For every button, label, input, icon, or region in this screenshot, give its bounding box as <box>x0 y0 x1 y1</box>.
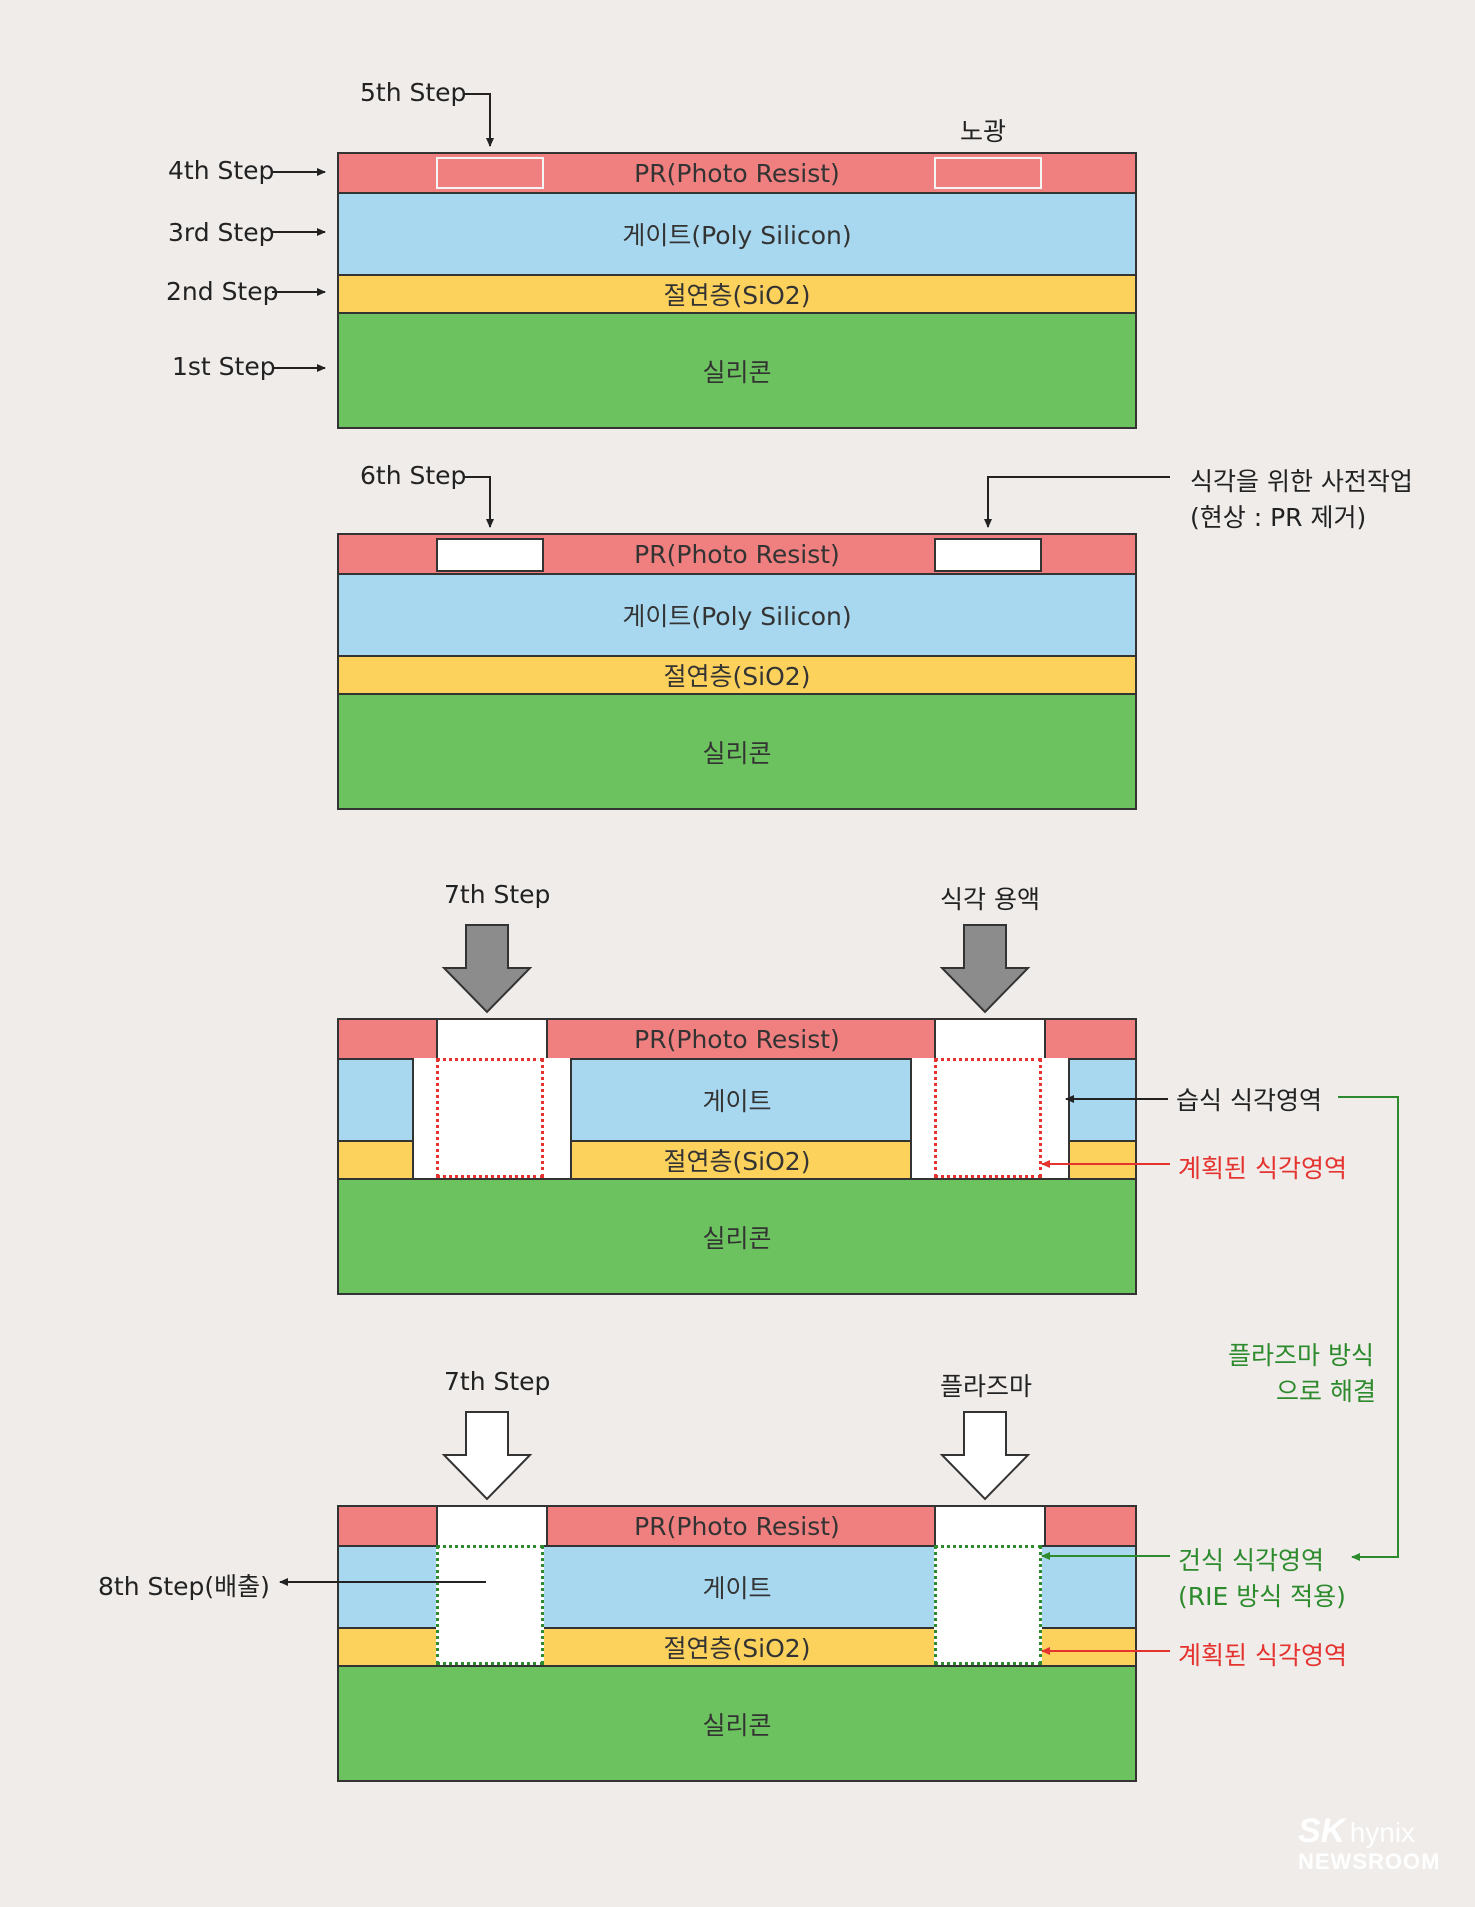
stack-1: PR(Photo Resist) 게이트(Poly Silicon) 절연층(S… <box>337 152 1137 429</box>
exposure-label: 노광 <box>960 117 1007 146</box>
pre-work-line1: 식각을 위한 사전작업 <box>1190 467 1413 496</box>
pr-label: PR(Photo Resist) <box>634 1024 840 1054</box>
silicon-layer: 실리콘 <box>339 1178 1135 1293</box>
sk-hynix-logo: SK hynix NEWSROOM <box>1298 1812 1458 1875</box>
gate-label: 게이트(Poly Silicon) <box>622 221 852 250</box>
planned-area-right <box>934 1058 1042 1178</box>
step-8-label: 8th Step(배출) <box>98 1572 270 1601</box>
dry-etch-line2: (RIE 방식 적용) <box>1178 1582 1346 1611</box>
planned-area-label-1: 계획된 식각영역 <box>1178 1154 1347 1183</box>
planned-area-label-2: 계획된 식각영역 <box>1178 1641 1347 1670</box>
pr-opening-right <box>934 1020 1046 1058</box>
gate-layer: 게이트(Poly Silicon) <box>339 192 1135 274</box>
silicon-label: 실리콘 <box>702 357 772 387</box>
silicon-label: 실리콘 <box>702 1710 772 1740</box>
step-4-label: 4th Step <box>168 156 275 185</box>
silicon-layer: 실리콘 <box>339 1665 1135 1780</box>
dry-cavity-left <box>436 1545 544 1665</box>
arrow-pre-work <box>984 476 1170 528</box>
oxide-label: 절연층(SiO2) <box>663 1147 811 1176</box>
oxide-layer: 절연층(SiO2) <box>339 274 1135 312</box>
logo-sk: SK <box>1298 1812 1346 1850</box>
plasma-arrow-right <box>939 1411 1031 1501</box>
step-7b-label: 7th Step <box>444 1367 551 1396</box>
stack-2: PR(Photo Resist) 게이트(Poly Silicon) 절연층(S… <box>337 533 1137 810</box>
step-7a-label: 7th Step <box>444 880 551 909</box>
pr-opening-left <box>436 1020 548 1058</box>
exposed-region-right <box>934 157 1042 189</box>
silicon-layer: 실리콘 <box>339 693 1135 808</box>
etch-solution-label: 식각 용액 <box>940 885 1040 914</box>
pr-label: PR(Photo Resist) <box>634 1511 840 1541</box>
step-3-label: 3rd Step <box>168 218 275 247</box>
logo-hynix: hynix <box>1349 1817 1416 1848</box>
plasma-arrow-left <box>441 1411 533 1501</box>
step-6-label: 6th Step <box>360 461 467 490</box>
step-1-label: 1st Step <box>172 352 276 381</box>
plasma-label: 플라즈마 <box>940 1372 1033 1401</box>
oxide-label: 절연층(SiO2) <box>663 1634 811 1663</box>
logo-newsroom: NEWSROOM <box>1298 1849 1441 1874</box>
silicon-label: 실리콘 <box>702 738 772 768</box>
plasma-solution-line2: 으로 해결 <box>1276 1377 1376 1406</box>
arrow-step5 <box>464 93 494 147</box>
pr-opening-right <box>934 1507 1046 1545</box>
silicon-label: 실리콘 <box>702 1223 772 1253</box>
stack-4: PR(Photo Resist) 게이트 절연층(SiO2) 실리콘 <box>337 1505 1137 1782</box>
gate-label: 게이트 <box>702 1087 772 1116</box>
dry-etch-line1: 건식 식각영역 <box>1178 1546 1324 1575</box>
pr-opening-left <box>436 1507 548 1545</box>
removed-pr-right <box>934 538 1042 572</box>
planned-area-left <box>436 1058 544 1178</box>
pr-layer: PR(Photo Resist) <box>339 154 1135 192</box>
gate-layer: 게이트(Poly Silicon) <box>339 573 1135 655</box>
stack-3: PR(Photo Resist) 게이트 절연층(SiO2) 실리콘 <box>337 1018 1137 1295</box>
gate-label: 게이트 <box>702 1574 772 1603</box>
oxide-label: 절연층(SiO2) <box>663 281 811 310</box>
removed-pr-left <box>436 538 544 572</box>
oxide-layer: 절연층(SiO2) <box>339 655 1135 693</box>
oxide-label: 절연층(SiO2) <box>663 662 811 691</box>
arrow-step6 <box>464 476 494 528</box>
dry-etch-area-left <box>436 1545 544 1665</box>
pr-label: PR(Photo Resist) <box>634 539 840 569</box>
step-5-label: 5th Step <box>360 78 467 107</box>
gate-label: 게이트(Poly Silicon) <box>622 602 852 631</box>
etch-arrow-left <box>441 924 533 1014</box>
dry-etch-area-right <box>934 1545 1042 1665</box>
plasma-solution-line1: 플라즈마 방식 <box>1228 1341 1374 1370</box>
pre-work-line2: (현상 : PR 제거) <box>1190 503 1367 532</box>
step-2-label: 2nd Step <box>166 277 279 306</box>
pr-label: PR(Photo Resist) <box>634 158 840 188</box>
etch-arrow-right <box>939 924 1031 1014</box>
green-connector <box>1338 1096 1399 1561</box>
wet-etch-area-label: 습식 식각영역 <box>1176 1086 1322 1115</box>
silicon-layer: 실리콘 <box>339 312 1135 427</box>
dry-cavity-right <box>934 1545 1042 1665</box>
exposed-region-left <box>436 157 544 189</box>
